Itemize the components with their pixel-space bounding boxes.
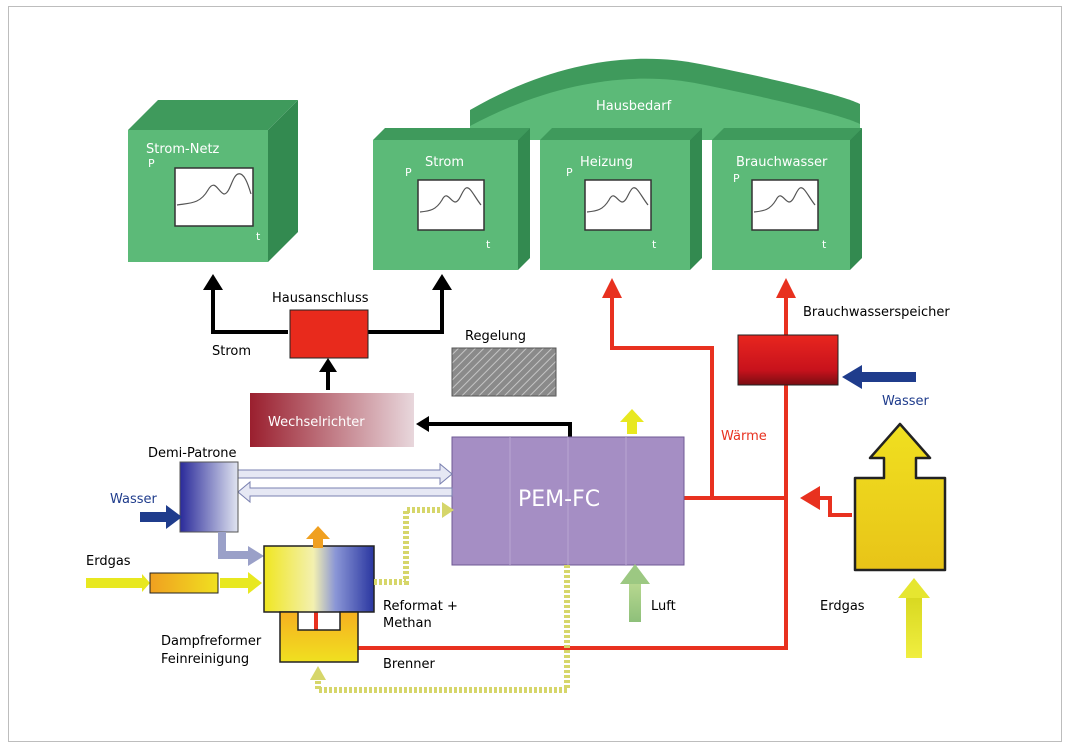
reformat-label-line1: Reformat + [383, 599, 458, 614]
reformat-label-line2: Methan [383, 616, 432, 631]
hausanschluss-box [289, 309, 369, 359]
p-axis-label: P [566, 166, 573, 179]
offgas-return-pipe [315, 565, 570, 693]
brenner-unit [279, 611, 359, 663]
regelung-label: Regelung [465, 329, 526, 344]
pem-fc-label: PEM-FC [518, 487, 600, 512]
diagram-frame [8, 6, 1062, 742]
regelung-box [451, 347, 557, 397]
strom-chart [417, 179, 485, 231]
demi-to-reformer-arrowhead [248, 546, 264, 566]
hausbedarf-title: Hausbedarf [596, 99, 672, 114]
t-axis-label: t [256, 230, 261, 243]
demin-water-pipes [237, 462, 453, 504]
strom-netz-chart [174, 167, 254, 227]
wechselrichter-label: Wechselrichter [268, 415, 365, 430]
brauchwasser-title: Brauchwasser [736, 155, 828, 170]
strom-netz-title: Strom-Netz [146, 142, 220, 157]
hausbedarf-house: Hausbedarf Strom P t Heizung P t Brauchw… [373, 58, 862, 270]
water-inlet-right-arrow [842, 365, 916, 389]
wasser-right-label: Wasser [882, 394, 930, 409]
heizung-chart [584, 179, 652, 231]
p-axis-label: P [733, 172, 740, 185]
luft-label: Luft [651, 599, 676, 614]
heat-arrowheads [602, 278, 820, 510]
demi-patrone-unit [179, 461, 239, 533]
reformat-pipe [374, 507, 444, 585]
dampfreformer-label-line2: Feinreinigung [161, 652, 249, 667]
reformat-arrowhead [442, 502, 454, 518]
demi-patrone-label: Demi-Patrone [148, 446, 237, 461]
erdgas-left-label: Erdgas [86, 554, 131, 569]
t-axis-label: t [486, 238, 491, 251]
brauchwasserspeicher-tank [737, 334, 839, 386]
hausanschluss-label: Hausanschluss [272, 291, 369, 306]
electric-arrowheads [203, 274, 452, 432]
reformer-exhaust-arrow [306, 526, 330, 548]
luft-arrow [620, 564, 650, 622]
p-axis-label: P [405, 166, 412, 179]
demi-to-reformer-pipe [218, 532, 250, 559]
electric-flow-arrows [211, 288, 572, 437]
wasser-left-label: Wasser [110, 492, 158, 507]
strom-title: Strom [425, 155, 464, 170]
exhaust-arrow [620, 409, 644, 434]
brenner-label: Brenner [383, 657, 435, 672]
wechselrichter-box [250, 393, 414, 447]
erdgas-right-inlet [898, 578, 930, 658]
heizung-title: Heizung [580, 155, 633, 170]
t-axis-label: t [822, 238, 827, 251]
water-inlet-left-arrow [140, 505, 182, 529]
dampfreformer-unit [263, 545, 375, 613]
t-axis-label: t [652, 238, 657, 251]
brauchwasserspeicher-label: Brauchwasserspeicher [803, 305, 950, 320]
waerme-label: Wärme [721, 429, 767, 444]
p-axis-label: P [148, 157, 155, 170]
erdgas-right-label: Erdgas [820, 599, 865, 614]
offgas-arrowhead [310, 666, 326, 680]
dampfreformer-label-line1: Dampfreformer [161, 634, 262, 649]
strom-netz-box: Strom-Netz P t [128, 100, 298, 262]
brauchwasser-chart [751, 179, 819, 231]
erdgas-left-inlet [86, 572, 262, 594]
pem-fc-stack: PEM-FC [451, 436, 685, 566]
gas-boiler-tank [853, 422, 947, 572]
strom-label: Strom [212, 344, 251, 359]
